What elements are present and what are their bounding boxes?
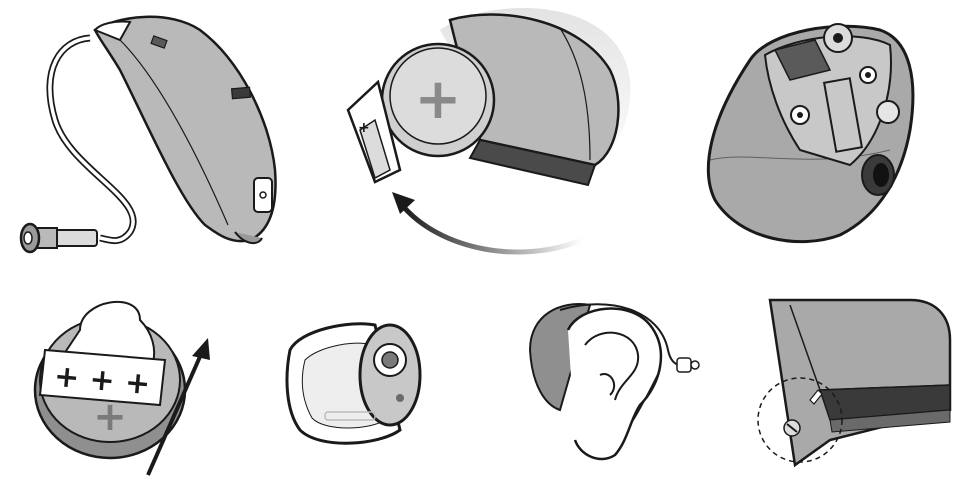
pull-arrow [146, 351, 204, 476]
battery-plus-sign: + [415, 67, 462, 132]
door-closeup-illustration [750, 290, 960, 480]
rotation-arrow [400, 203, 583, 255]
push-button [876, 100, 900, 124]
thin-tube [559, 303, 681, 366]
receiver-illustration [280, 300, 430, 470]
hearing-aid-body [93, 15, 277, 243]
battery-plus-sign-faded: + [93, 394, 127, 440]
hearing-aid-on-ear-illustration [520, 290, 720, 470]
ite-hearing-aid-illustration [680, 0, 960, 270]
battery-sticker [38, 348, 167, 407]
sticker-plus-signs: + + + [53, 359, 152, 402]
battery-door-illustration: + + [320, 0, 640, 270]
bte-hearing-aid-illustration [0, 0, 300, 270]
ear-dome [676, 357, 692, 373]
battery-tab-illustration: + + + + [20, 290, 240, 490]
hearing-aid-housing [448, 13, 620, 167]
door-plus-sign: + [358, 120, 370, 136]
door-lock-magnifier [757, 377, 843, 463]
